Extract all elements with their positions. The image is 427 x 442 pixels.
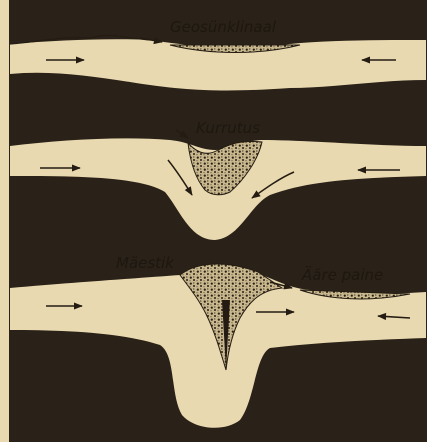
panel-geosyncline: Geosünklinaal [9, 0, 427, 108]
label-geosynclinal: Geosünklinaal [170, 18, 277, 36]
label-edge-bend: Ääre paine [301, 265, 383, 284]
panel-folding: Kurrutus [9, 112, 427, 240]
panel-mountains: Mäestik Ääre paine [9, 246, 427, 442]
label-mountains: Mäestik [116, 254, 175, 272]
label-folding: Kurrutus [196, 119, 260, 137]
